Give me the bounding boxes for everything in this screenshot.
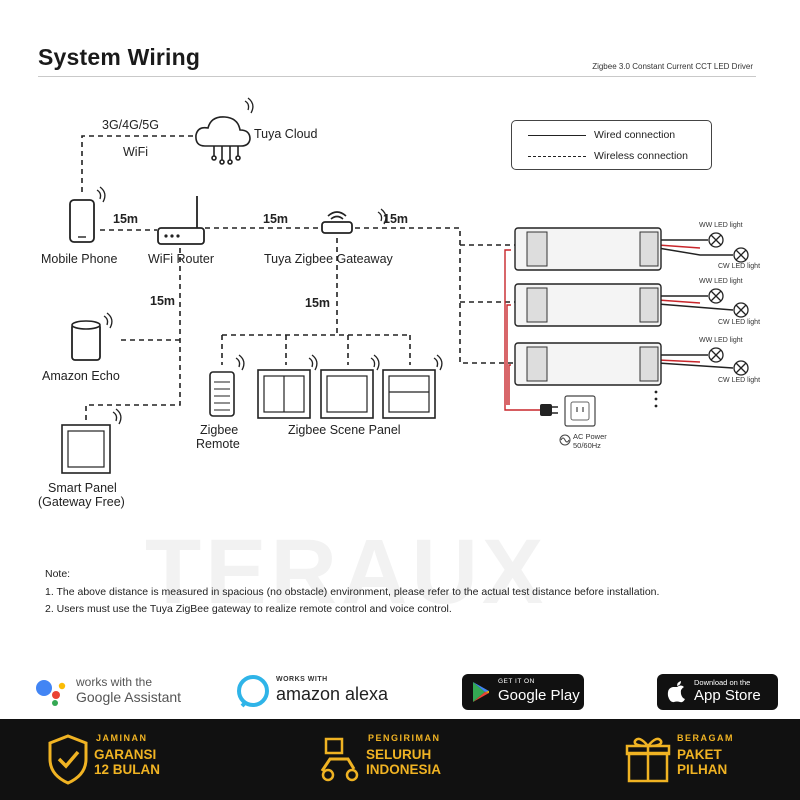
ac-power-label-line1: AC Power: [573, 432, 607, 441]
gift-box-icon: [625, 737, 671, 783]
footer-warranty-big1: GARANSI: [94, 747, 157, 762]
led-lamps: [708, 232, 749, 376]
footer-warranty: JAMINAN GARANSI 12 BULAN: [46, 731, 236, 787]
google-line1: works with the: [76, 675, 153, 689]
scene-panel-2: [320, 369, 374, 419]
shield-check-icon: [48, 734, 88, 785]
cloud-icon: [195, 116, 251, 165]
delivery-scooter-icon: [320, 737, 359, 782]
google-line2: Google Assistant: [76, 689, 182, 705]
distance-router-gateway: 15m: [263, 212, 289, 226]
page-title: System Wiring: [38, 44, 201, 70]
distance-router-echo: 15m: [150, 294, 176, 308]
ww-led-label-1: WW LED light: [699, 222, 743, 229]
ww-led-label-3: WW LED light: [699, 337, 743, 344]
wired-line-sample: [528, 134, 586, 136]
apple-small: Download on the: [694, 678, 751, 687]
ww-led-label-2: WW LED light: [699, 278, 743, 285]
cw-led-label-3: CW LED light: [718, 377, 761, 384]
footer-packages-small: BERAGAM: [677, 733, 734, 743]
led-driver-2: [514, 283, 662, 327]
legend-wireless-label: Wireless connection: [594, 150, 688, 162]
wifi-router-icon: [157, 196, 205, 245]
footer-bar: JAMINAN GARANSI 12 BULAN PENGIRIMAN SELU…: [0, 719, 800, 800]
legend-wireless: Wireless connection: [528, 150, 688, 162]
legend-wired: Wired connection: [528, 129, 675, 141]
footer-packages-big2: PILHAN: [677, 762, 728, 777]
mobile-phone-label: Mobile Phone: [41, 252, 118, 266]
google-assistant-icon: [36, 680, 66, 706]
footer-packages: BERAGAM PAKET PILHAN: [625, 731, 795, 787]
app-store-badge[interactable]: Download on the App Store: [657, 674, 778, 710]
wireless-links: [81, 135, 515, 420]
zigbee-gateway-label: Tuya Zigbee Gateaway: [264, 252, 393, 266]
play-big: Google Play: [498, 687, 580, 704]
wired-links: [657, 239, 734, 369]
zigbee-remote-label-line1: Zigbee: [200, 423, 239, 437]
footer-shipping-big2: INDONESIA: [366, 762, 442, 777]
watermark-text: TERAUX: [145, 521, 548, 623]
google-assistant-badge: works with the Google Assistant: [34, 674, 184, 710]
distance-gateway-drivers: 15m: [383, 212, 409, 226]
power-wires: [504, 244, 701, 411]
apple-big: App Store: [694, 687, 761, 704]
amazon-echo-label: Amazon Echo: [42, 369, 120, 383]
notes-section: Note: 1. The above distance is measured …: [45, 566, 659, 619]
more-drivers-dots: [654, 390, 658, 408]
google-play-icon: [473, 682, 489, 702]
footer-packages-big1: PAKET: [677, 747, 722, 762]
wiring-diagram: [61, 97, 749, 474]
legend-box: Wired connection Wireless connection: [511, 120, 712, 170]
smart-panel-label-line1: Smart Panel: [48, 481, 117, 495]
amazon-echo-icon: [71, 320, 101, 361]
footer-shipping-small: PENGIRIMAN: [368, 733, 441, 743]
signal-icons: [96, 97, 443, 425]
led-driver-1: [514, 227, 662, 271]
ac-power-label-line2: 50/60Hz: [573, 441, 601, 450]
note-2: 2. Users must use the Tuya ZigBee gatewa…: [45, 603, 452, 615]
footer-warranty-big2: 12 BULAN: [94, 762, 161, 777]
apple-icon: [667, 681, 685, 703]
wifi-router-label: WiFi Router: [148, 252, 214, 266]
zigbee-remote-icon: [209, 371, 235, 417]
footer-warranty-small: JAMINAN: [96, 733, 148, 743]
distance-phone-router: 15m: [113, 212, 139, 226]
ac-sine-icon: [559, 434, 571, 446]
cw-led-label-1: CW LED light: [718, 263, 761, 270]
led-driver-3: [514, 342, 662, 386]
power-plug-icon: [540, 404, 558, 416]
zigbee-gateway-icon: [321, 211, 353, 234]
footer-shipping-big1: SELURUH: [366, 747, 432, 762]
title-divider: [38, 76, 756, 77]
page-subtitle: Zigbee 3.0 Constant Current CCT LED Driv…: [592, 62, 753, 71]
cw-led-label-2: CW LED light: [718, 319, 761, 326]
distance-gateway-panels: 15m: [305, 296, 331, 310]
power-outlet-icon: [564, 395, 596, 427]
footer-shipping: PENGIRIMAN SELURUH INDONESIA: [318, 731, 518, 787]
network-label-line2: WiFi: [123, 145, 148, 159]
network-label-line1: 3G/4G/5G: [102, 118, 159, 132]
smart-panel-icon: [61, 424, 111, 474]
smart-panel-label-line2: (Gateway Free): [38, 495, 125, 509]
phone-cloud-link: [81, 135, 195, 192]
gateway-driver-link: [355, 227, 515, 364]
alexa-big: amazon alexa: [276, 684, 389, 704]
wireless-line-sample: [528, 155, 586, 157]
legend-wired-label: Wired connection: [594, 129, 676, 141]
notes-heading: Note:: [45, 568, 71, 580]
note-1: 1. The above distance is measured in spa…: [45, 585, 660, 598]
scene-panel-label: Zigbee Scene Panel: [288, 423, 401, 437]
scene-panel-1: [257, 369, 311, 419]
scene-panel-3: [382, 369, 436, 419]
alexa-icon: [237, 675, 269, 708]
google-play-badge[interactable]: GET IT ON Google Play: [462, 674, 584, 710]
mobile-phone-icon: [69, 199, 95, 243]
alexa-small: WORKS WITH: [276, 676, 328, 683]
zigbee-remote-label-line2: Remote: [196, 437, 240, 451]
play-small: GET IT ON: [498, 678, 535, 685]
alexa-badge: WORKS WITH amazon alexa: [236, 672, 406, 712]
tuya-cloud-label: Tuya Cloud: [254, 127, 318, 141]
